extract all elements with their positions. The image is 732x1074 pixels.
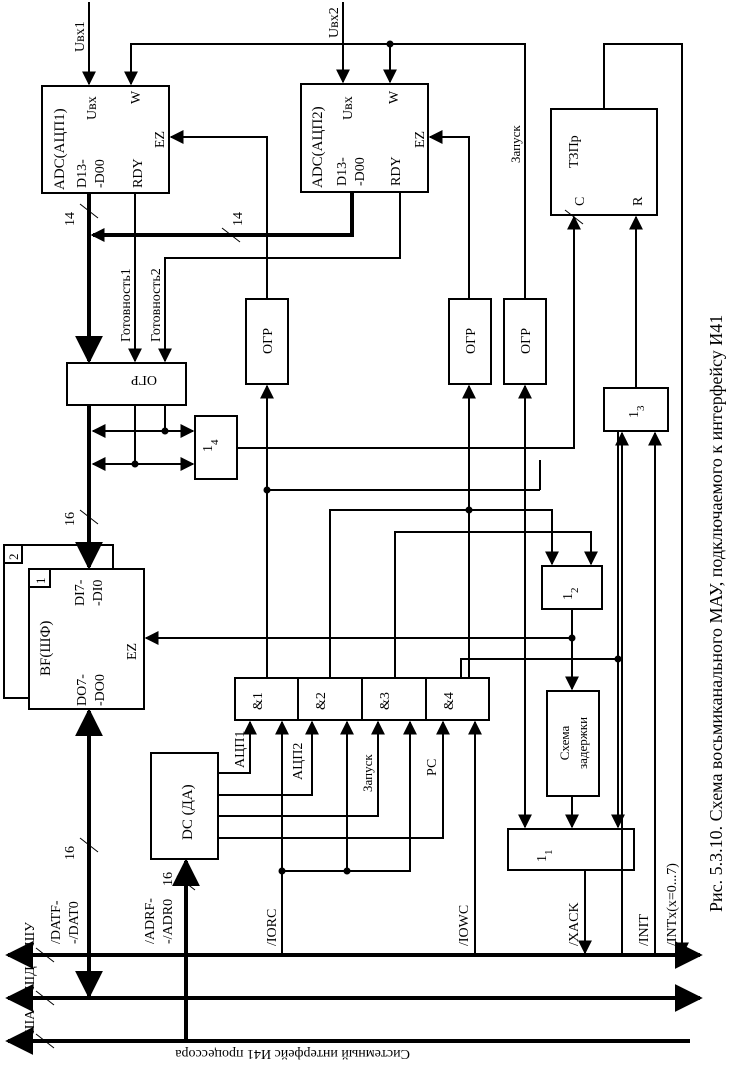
ogr3-block: ОГР: [503, 298, 547, 385]
buffer-bf-block: 2 1 BF(ШФ) DI7- -DI0 EZ DO7- -DO0: [3, 544, 145, 710]
dat-hi-label: /DATF-: [49, 900, 64, 944]
ogr1-title: ОГР: [261, 328, 276, 354]
delay-line2: задержки: [575, 717, 590, 769]
or-gate-1: 11: [507, 828, 635, 871]
and-gate-4-label: &4: [442, 692, 457, 710]
bf-num2: 2: [6, 554, 21, 561]
intx-label: /INTx(x=0...7): [665, 863, 680, 946]
adc2-data-bus: [93, 192, 354, 237]
bus-data-label: ШД: [23, 966, 38, 990]
dc-out-start: Запуск: [360, 754, 375, 792]
uin1-label: Uвх1: [73, 21, 88, 52]
bf-num1: 1: [33, 578, 48, 585]
adc1-uin-pin: Uвх: [85, 96, 100, 120]
figure-caption: Рис. 5.3.10. Схема восьмиканального МАУ,…: [706, 315, 726, 912]
adc1-d-lo-pin: -D00: [93, 159, 108, 188]
adc2-title: ADC(АЦП2): [310, 106, 326, 188]
or4-to-trigger-wire: [237, 217, 575, 449]
adc2-block: ADC(АЦП2) Uвх W EZ D13- -D00 RDY: [300, 83, 429, 193]
bus-width-16c: 16: [161, 872, 176, 886]
and-gates-block: &1 &2 &3 &4: [234, 677, 490, 721]
dc-title: DC (ДА): [180, 784, 196, 840]
or-gate-2: 12: [541, 565, 603, 610]
adc2-d-hi-pin: D13-: [335, 157, 350, 186]
signal-labels: Uвх1 Uвх2 Запуск Готовность1 Готовность2…: [63, 7, 523, 886]
bus-width-14a: 14: [63, 212, 78, 226]
ogr2-title: ОГР: [464, 328, 479, 354]
bus-address-label: ША: [23, 1009, 38, 1034]
or-gate-4: 14: [194, 415, 238, 480]
adc1-ez-pin: EZ: [153, 131, 168, 148]
bf-di-lo-pin: -DI0: [91, 580, 106, 606]
adc2-ez-pin: EZ: [413, 131, 428, 148]
bf-do-hi-pin: DO7-: [75, 674, 90, 706]
and-gate-2-label: &2: [314, 692, 329, 710]
intx-line: [603, 43, 683, 955]
ogr-input-title: ОГР: [131, 372, 157, 387]
iowc-label: /IOWC: [457, 905, 472, 946]
ogr3-title: ОГР: [519, 328, 534, 354]
ready2-label: Готовность2: [149, 268, 164, 342]
ogr1-block: ОГР: [245, 298, 289, 385]
or4-label: 14: [201, 439, 221, 452]
ogr-input-block: ОГР: [66, 362, 187, 406]
tzpr-c-pin: C: [573, 197, 588, 206]
bus-width-16a: 16: [63, 512, 78, 526]
bus-width-14b: 14: [231, 212, 246, 226]
and-gate-1-label: &1: [251, 692, 266, 710]
or1-label: 11: [535, 850, 555, 863]
dc-out-adc2: АЦП2: [291, 743, 306, 780]
ogr2-block: ОГР: [448, 298, 492, 385]
start-label: Запуск: [508, 125, 523, 163]
or-gate-3: 13: [603, 387, 669, 432]
bf-do-lo-pin: -DO0: [93, 674, 108, 706]
bf-title: BF(ШФ): [38, 621, 54, 676]
adc2-rdy-pin: RDY: [389, 156, 404, 186]
adc2-d-lo-pin: -D00: [353, 157, 368, 186]
adc2-uin-pin: Uвх: [341, 96, 356, 120]
tzpr-r-pin: R: [631, 196, 646, 206]
tzpr-title: ТЗПр: [567, 135, 582, 168]
ready2-wire: [164, 192, 401, 361]
adc1-ez-wire: [171, 136, 268, 299]
adr-hi-label: /ADRF-: [143, 898, 158, 944]
dc-out-adc1: АЦП1: [233, 731, 248, 768]
system-interface-label: Системный интерфейс И41 процессора: [174, 1046, 410, 1061]
bus-control-label: ШУ: [23, 922, 38, 946]
bf-ez-pin: EZ: [125, 643, 140, 660]
xack-label: /XACK: [567, 902, 582, 946]
bus-width-16b: 16: [63, 846, 78, 860]
adr-lo-label: -/ADR0: [161, 899, 176, 944]
ready1-label: Готовность1: [119, 268, 134, 342]
or2-label: 12: [561, 588, 581, 601]
adc1-block: ADC(АЦП1) Uвх W EZ D13- -D00 RDY: [41, 85, 170, 194]
dat-lo-label: -/DAT0: [67, 901, 82, 944]
adc1-w-pin: W: [129, 90, 144, 104]
bf-di-hi-pin: DI7-: [73, 579, 88, 606]
and-gate-3-label: &3: [378, 692, 393, 710]
iorc-label: /IORC: [265, 909, 280, 946]
adc1-d-hi-pin: D13-: [75, 159, 90, 188]
decoder-dc-block: DC (ДА): [150, 752, 219, 860]
adc1-rdy-pin: RDY: [131, 158, 146, 188]
adc1-title: ADC(АЦП1): [52, 108, 68, 190]
init-label: /INIT: [637, 914, 652, 946]
delay-block: Схема задержки: [546, 690, 600, 797]
or3-label: 13: [627, 405, 647, 418]
adc2-w-pin: W: [387, 90, 402, 104]
bus-labels: ШУ ШД ША /DATF- -/DAT0 /ADRF- -/ADR0 /IO…: [23, 863, 680, 1061]
trigger-tzpr-block: ТЗПр C R: [550, 108, 658, 216]
dc-out-pc: РС: [425, 759, 440, 776]
delay-line1: Схема: [557, 726, 572, 761]
wires: [5, 2, 703, 1055]
adc2-ez-wire: [430, 136, 470, 299]
uin2-label: Uвх2: [327, 7, 342, 38]
